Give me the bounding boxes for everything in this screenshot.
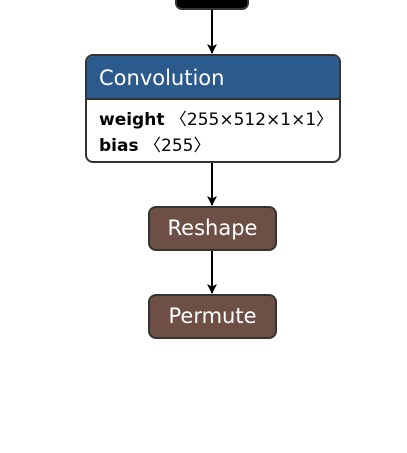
permute-node[interactable]: Permute: [148, 294, 277, 339]
input-node[interactable]: [175, 0, 249, 10]
attribute-name: bias: [99, 136, 139, 156]
attribute-weight: weight 〈255×512×1×1〉: [99, 107, 339, 133]
reshape-node[interactable]: Reshape: [148, 206, 277, 251]
attribute-bias: bias 〈255〉: [99, 133, 339, 159]
convolution-node[interactable]: Convolution weight 〈255×512×1×1〉 bias 〈2…: [85, 54, 341, 163]
attribute-value: 〈255〉: [144, 136, 211, 156]
attribute-name: weight: [99, 110, 165, 130]
convolution-attributes: weight 〈255×512×1×1〉 bias 〈255〉: [87, 100, 339, 159]
convolution-node-title: Convolution: [87, 56, 339, 100]
attribute-value: 〈255×512×1×1〉: [169, 110, 334, 130]
